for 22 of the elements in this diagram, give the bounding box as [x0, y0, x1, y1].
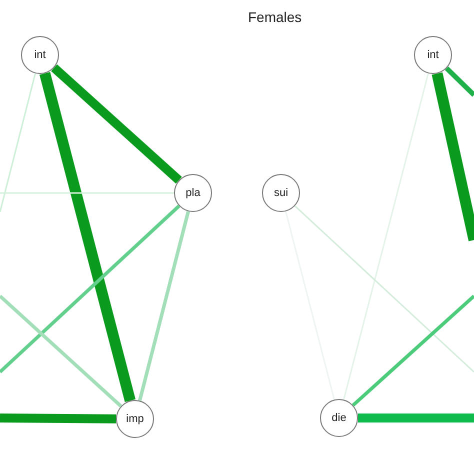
network-edge [358, 414, 474, 422]
network-node: pla [174, 174, 212, 212]
network-edge [294, 205, 474, 373]
network-edge [444, 66, 474, 97]
network-node: sui [262, 174, 300, 212]
network-edge [0, 414, 116, 424]
network-edge [138, 210, 190, 402]
network-edge [285, 211, 335, 400]
network-edge [39, 72, 136, 402]
network-edge [51, 64, 182, 184]
network-edge [352, 294, 474, 407]
network-edge [0, 73, 36, 212]
network-edge [0, 294, 122, 408]
network-node: int [414, 36, 452, 74]
network-edge [0, 204, 180, 374]
network-node: int [21, 36, 59, 74]
network-edge [0, 192, 174, 194]
network-node: imp [116, 400, 154, 438]
network-edge [343, 73, 429, 400]
chart-title: Females [248, 9, 302, 25]
network-edge [432, 72, 474, 242]
network-node: die [320, 399, 358, 437]
